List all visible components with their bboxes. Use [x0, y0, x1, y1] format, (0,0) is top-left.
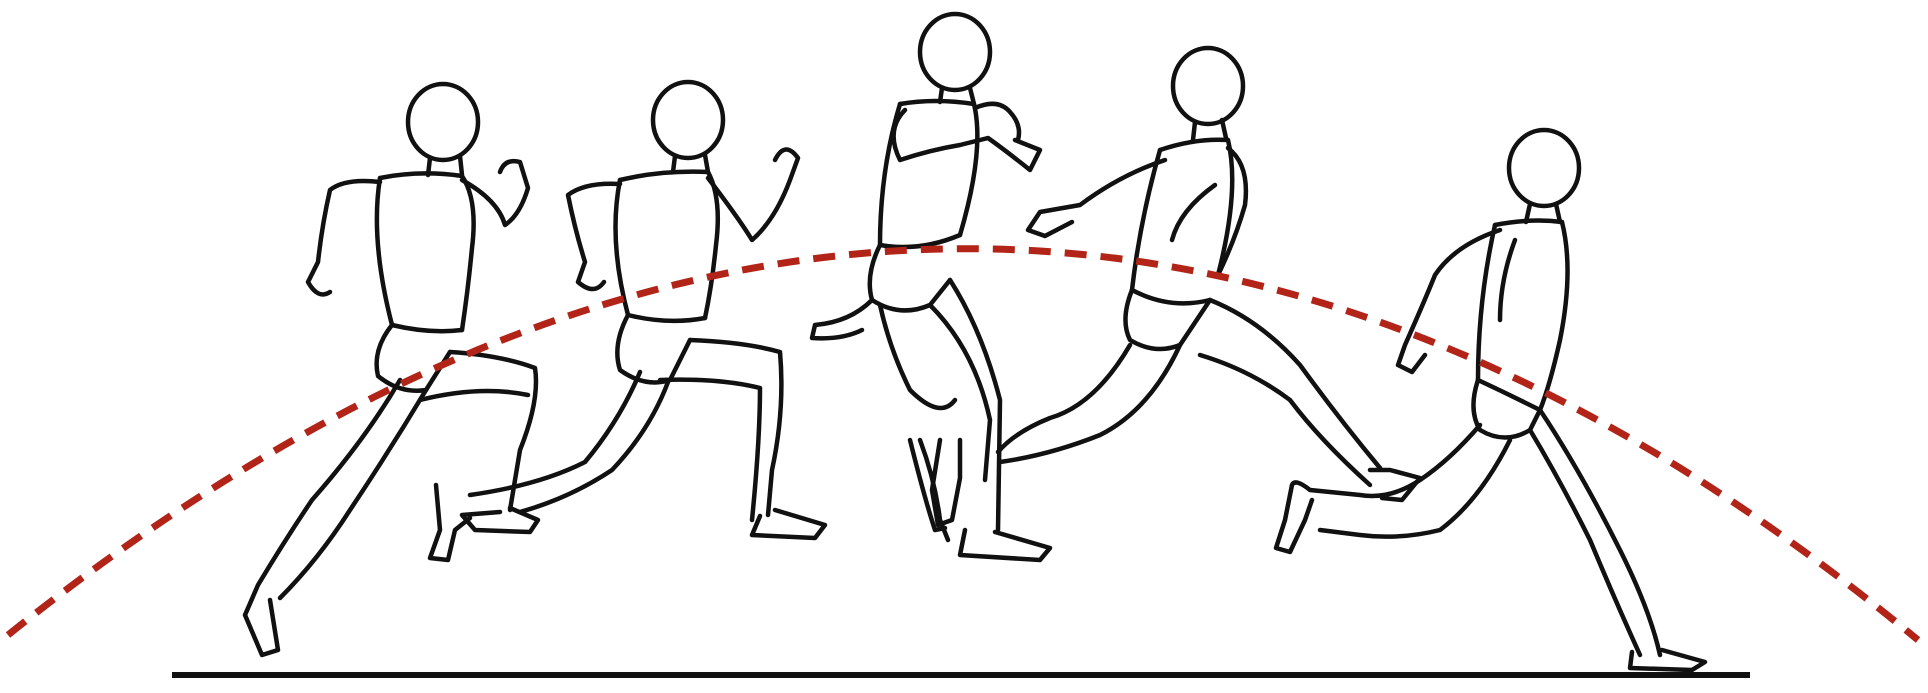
- runner-figure-2: [470, 82, 825, 538]
- runner-figure-3: [812, 14, 1050, 560]
- runner-figure-1: [245, 84, 538, 655]
- runner-figure-4: [932, 48, 1420, 525]
- runner-figure-5: [1276, 130, 1705, 670]
